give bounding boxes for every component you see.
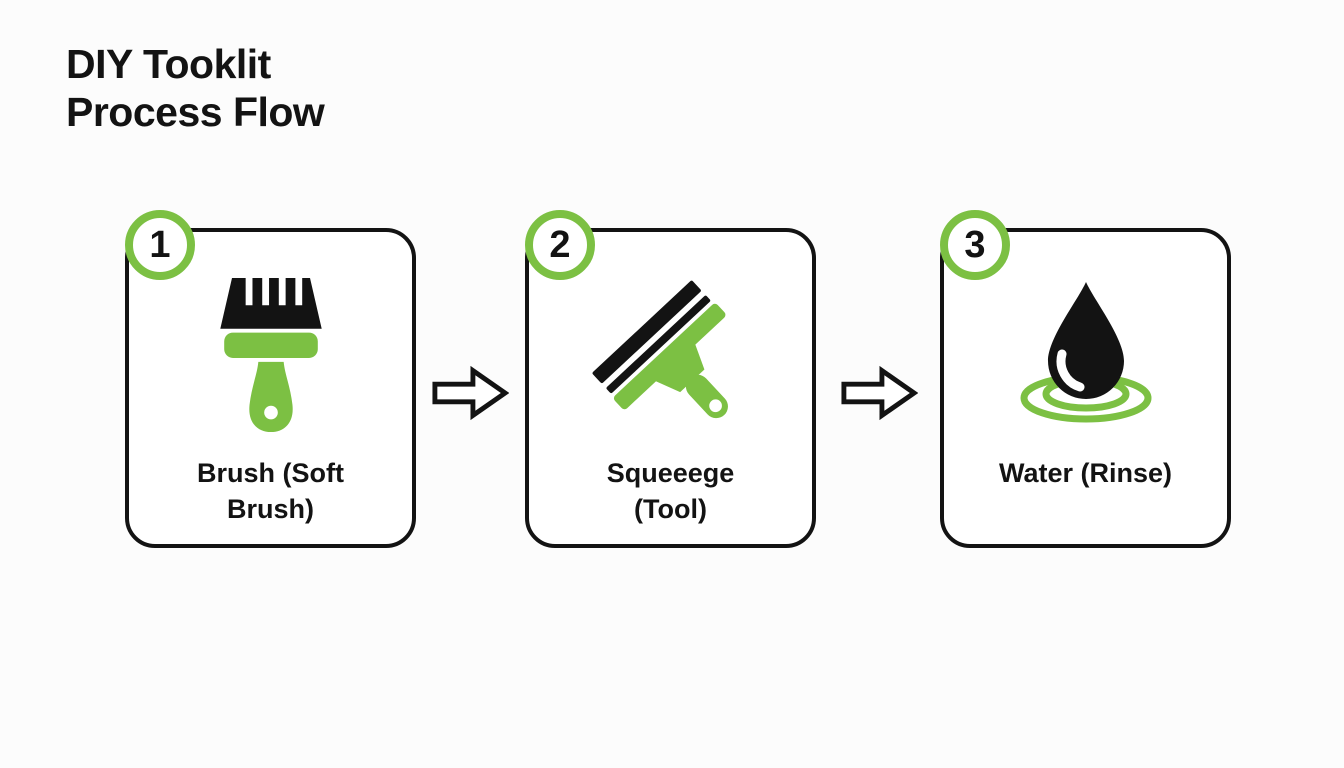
step-label: Brush (Soft Brush) [197,458,344,524]
step-number: 3 [964,224,986,266]
step-badge-2: 2 [525,210,595,280]
right-arrow-icon [432,365,509,421]
step-label: Water (Rinse) [998,458,1173,488]
step-card-brush: 1 Brush (Soft Brush) [125,210,416,548]
right-arrow-icon [841,365,918,421]
step-number: 2 [549,224,571,266]
squeegee-icon [591,276,751,436]
step-badge-3: 3 [940,210,1010,280]
page-title: DIY Tooklit Process Flow [66,41,325,136]
step-label: Squeeege (Tool) [606,458,735,524]
step-badge-1: 1 [125,210,195,280]
step-card-squeegee: 2 Squeeege (Tool) [525,210,816,548]
water-drop-icon [1006,276,1166,436]
step-number: 1 [149,224,171,266]
paint-brush-icon [212,276,330,436]
step-card-water: 3 Water (Rinse) [940,210,1231,548]
